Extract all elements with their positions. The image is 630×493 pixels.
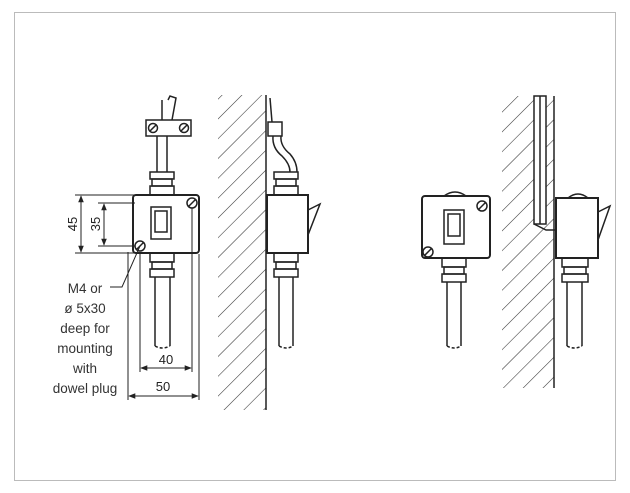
dim-50-label: 50 bbox=[156, 379, 170, 394]
side-view-wall-mount-cable-top bbox=[218, 95, 322, 410]
note-line: M4 or bbox=[68, 281, 103, 296]
note-line: with bbox=[72, 361, 97, 376]
note-line: ø 5x30 bbox=[64, 301, 105, 316]
note-line: deep for bbox=[60, 321, 110, 336]
mounting-note: M4 or ø 5x30 deep for mounting with dowe… bbox=[53, 281, 118, 396]
note-line: dowel plug bbox=[53, 381, 118, 396]
front-view-with-cable bbox=[132, 95, 200, 349]
diagram-border bbox=[14, 12, 616, 481]
side-view-wall-mount-conduit bbox=[502, 95, 612, 388]
dim-35-label: 35 bbox=[88, 217, 103, 231]
front-view-compact bbox=[421, 191, 491, 349]
dimension-lines bbox=[75, 194, 200, 400]
note-line: mounting bbox=[57, 341, 113, 356]
dim-40-label: 40 bbox=[159, 352, 173, 367]
dim-45-label: 45 bbox=[65, 217, 80, 231]
wall-hatching bbox=[218, 95, 266, 410]
